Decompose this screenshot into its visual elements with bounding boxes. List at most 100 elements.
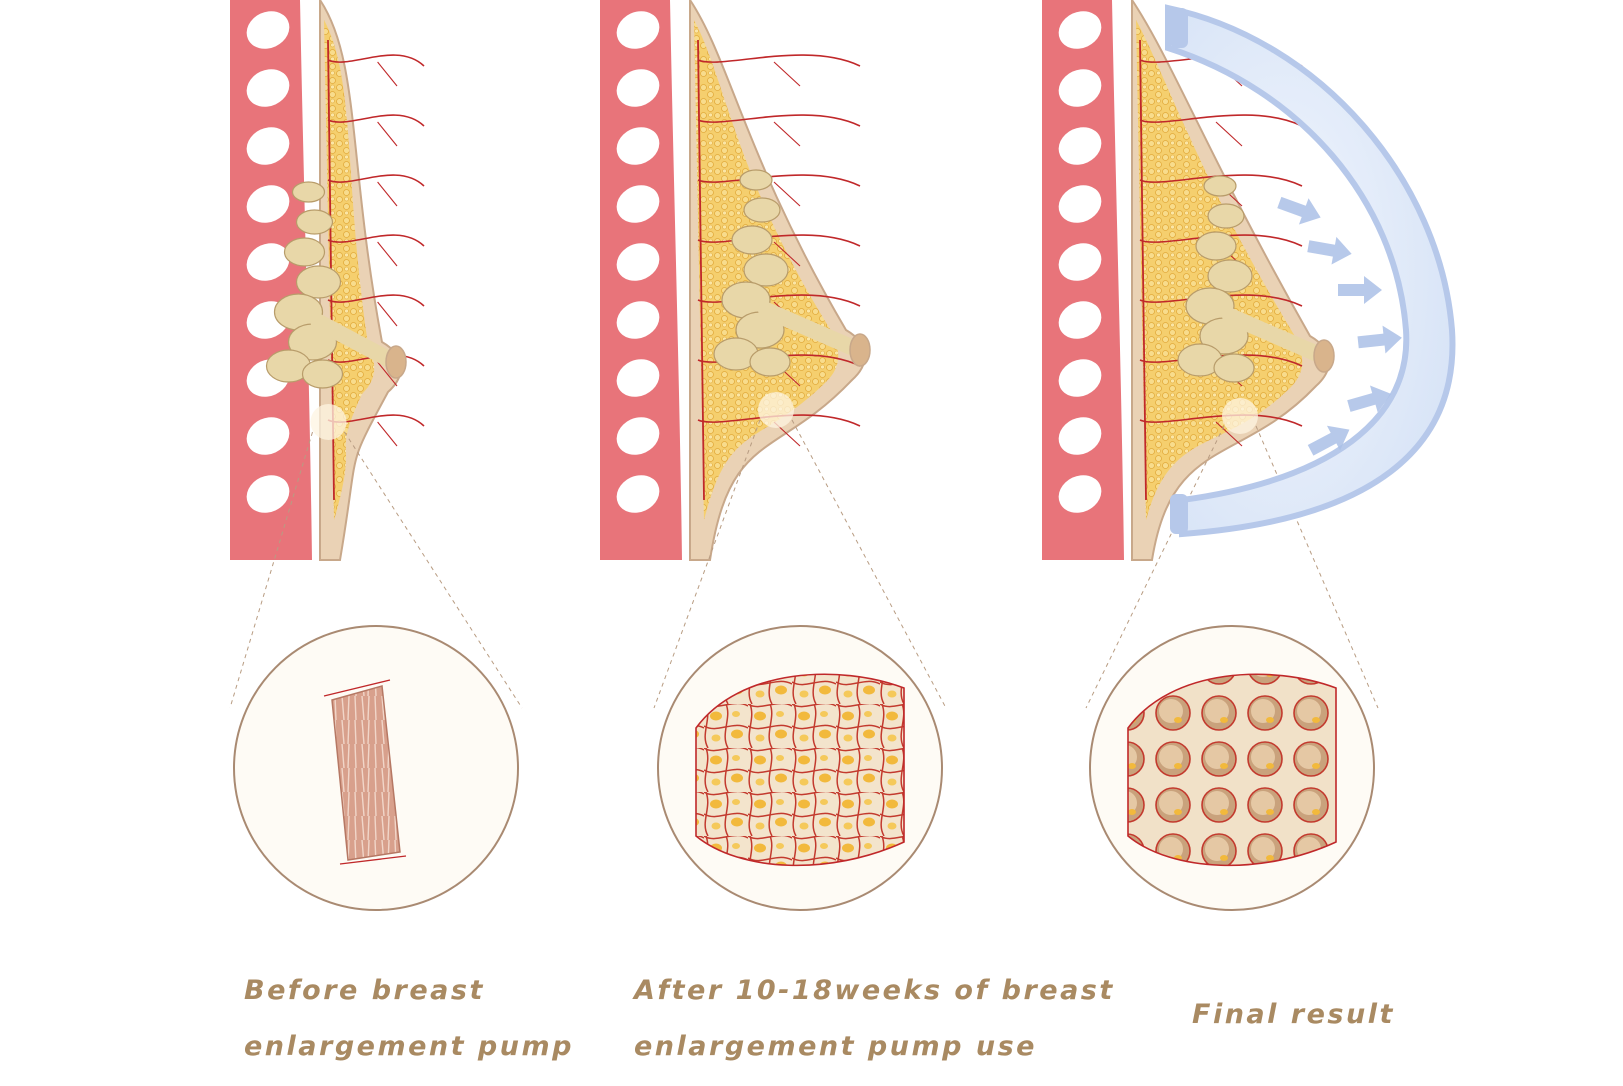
rib xyxy=(616,475,660,513)
vessel xyxy=(327,114,425,127)
gland-lobe xyxy=(1213,353,1255,383)
rib xyxy=(1058,417,1102,455)
rib xyxy=(616,11,660,49)
rib xyxy=(1058,185,1102,223)
vessel-branch xyxy=(377,121,398,147)
vessel-branch xyxy=(773,61,801,87)
nipple xyxy=(1313,339,1335,373)
gland-lobe xyxy=(295,265,342,299)
zoom-spot xyxy=(310,404,347,440)
suction-arrow-icon xyxy=(1307,425,1350,456)
suction-arrow-icon xyxy=(1307,236,1352,265)
rib xyxy=(616,417,660,455)
rib xyxy=(246,11,290,49)
nipple xyxy=(385,345,407,379)
caption-final: Final result xyxy=(1192,987,1395,1043)
caption-after: After 10-18weeks of breast enlargement p… xyxy=(634,963,1115,1075)
milk-duct xyxy=(310,314,402,370)
rib xyxy=(616,359,660,397)
gland-lobe xyxy=(1207,259,1253,293)
nipple xyxy=(849,333,871,367)
mammary-gland xyxy=(265,181,402,389)
gland-lobe xyxy=(743,253,789,287)
rib xyxy=(1058,475,1102,513)
vessel-branch xyxy=(377,421,398,447)
vessel-branch xyxy=(377,241,398,267)
zoom-spot xyxy=(758,392,794,428)
rib xyxy=(616,185,660,223)
gland-lobe xyxy=(739,169,773,191)
vessel-branch xyxy=(1215,421,1243,447)
magnified-tissue-1 xyxy=(233,625,519,911)
rib xyxy=(246,243,290,281)
gland-lobe xyxy=(731,225,773,255)
caption-after-line-2: enlargement pump use xyxy=(634,1031,1037,1062)
pump-rim-top xyxy=(1170,8,1188,48)
breast-cross-section-3 xyxy=(1042,0,1379,709)
vessel xyxy=(697,54,861,67)
vessel xyxy=(327,174,425,187)
rib xyxy=(616,301,660,339)
leader-line xyxy=(791,419,947,709)
gland-lobe xyxy=(1203,175,1237,197)
mammary-gland xyxy=(713,169,866,377)
breast-cross-section-2 xyxy=(600,0,947,709)
rib xyxy=(246,185,290,223)
vessel xyxy=(1139,114,1303,127)
rib xyxy=(1058,127,1102,165)
caption-before: Before breast enlargement pump xyxy=(244,963,574,1075)
suction-arrow-icon xyxy=(1347,385,1392,413)
breast-cross-section-1 xyxy=(229,0,523,709)
gland-lobe xyxy=(749,347,791,377)
vessel-branch xyxy=(377,61,398,87)
leader-line xyxy=(229,431,313,709)
vessel xyxy=(327,234,425,247)
vessel xyxy=(327,294,425,307)
gland-lobe xyxy=(295,209,334,235)
rib xyxy=(1058,359,1102,397)
vessel-branch xyxy=(773,181,801,207)
rib xyxy=(246,127,290,165)
leader-line xyxy=(1255,425,1379,709)
vessel-branch xyxy=(377,301,398,327)
vessel xyxy=(327,54,425,67)
rib xyxy=(1058,11,1102,49)
vessel xyxy=(1139,414,1303,427)
caption-final-line-1: Final result xyxy=(1192,999,1395,1030)
gland-lobe xyxy=(1207,203,1245,229)
fat-tissue xyxy=(324,20,375,520)
vessel-branch xyxy=(377,181,398,207)
vessel-trunk xyxy=(1139,39,1147,501)
vessel xyxy=(1139,174,1303,187)
fat-lobule-block xyxy=(695,673,905,867)
gland-lobe xyxy=(291,181,326,203)
vessel-branch xyxy=(773,241,801,267)
zoom-spot xyxy=(1222,398,1258,434)
vessel-branch xyxy=(377,361,398,387)
caption-before-line-1: Before breast xyxy=(244,975,485,1006)
rib xyxy=(1058,301,1102,339)
rib xyxy=(246,69,290,107)
mammary-gland xyxy=(1177,175,1330,383)
milk-duct xyxy=(758,302,866,358)
rib xyxy=(616,69,660,107)
suction-arrow-icon xyxy=(1357,325,1402,354)
vessel-branch xyxy=(1215,121,1243,147)
rib xyxy=(1058,243,1102,281)
vessel-branch xyxy=(773,121,801,147)
leader-line xyxy=(653,419,761,709)
rib xyxy=(246,417,290,455)
gland-lobe xyxy=(1195,231,1237,261)
caption-after-line-1: After 10-18weeks of breast xyxy=(634,975,1115,1006)
rib xyxy=(616,127,660,165)
dense-tissue-block xyxy=(331,685,401,861)
pump-rim-bottom xyxy=(1170,494,1188,534)
gland-lobe xyxy=(283,237,326,267)
expanded-tissue-block xyxy=(1127,673,1337,867)
leader-line xyxy=(344,431,523,709)
magnified-tissue-2 xyxy=(657,625,943,911)
caption-before-line-2: enlargement pump xyxy=(244,1031,574,1062)
magnified-tissue-3 xyxy=(1089,625,1375,911)
tissue-vessels xyxy=(323,679,407,865)
